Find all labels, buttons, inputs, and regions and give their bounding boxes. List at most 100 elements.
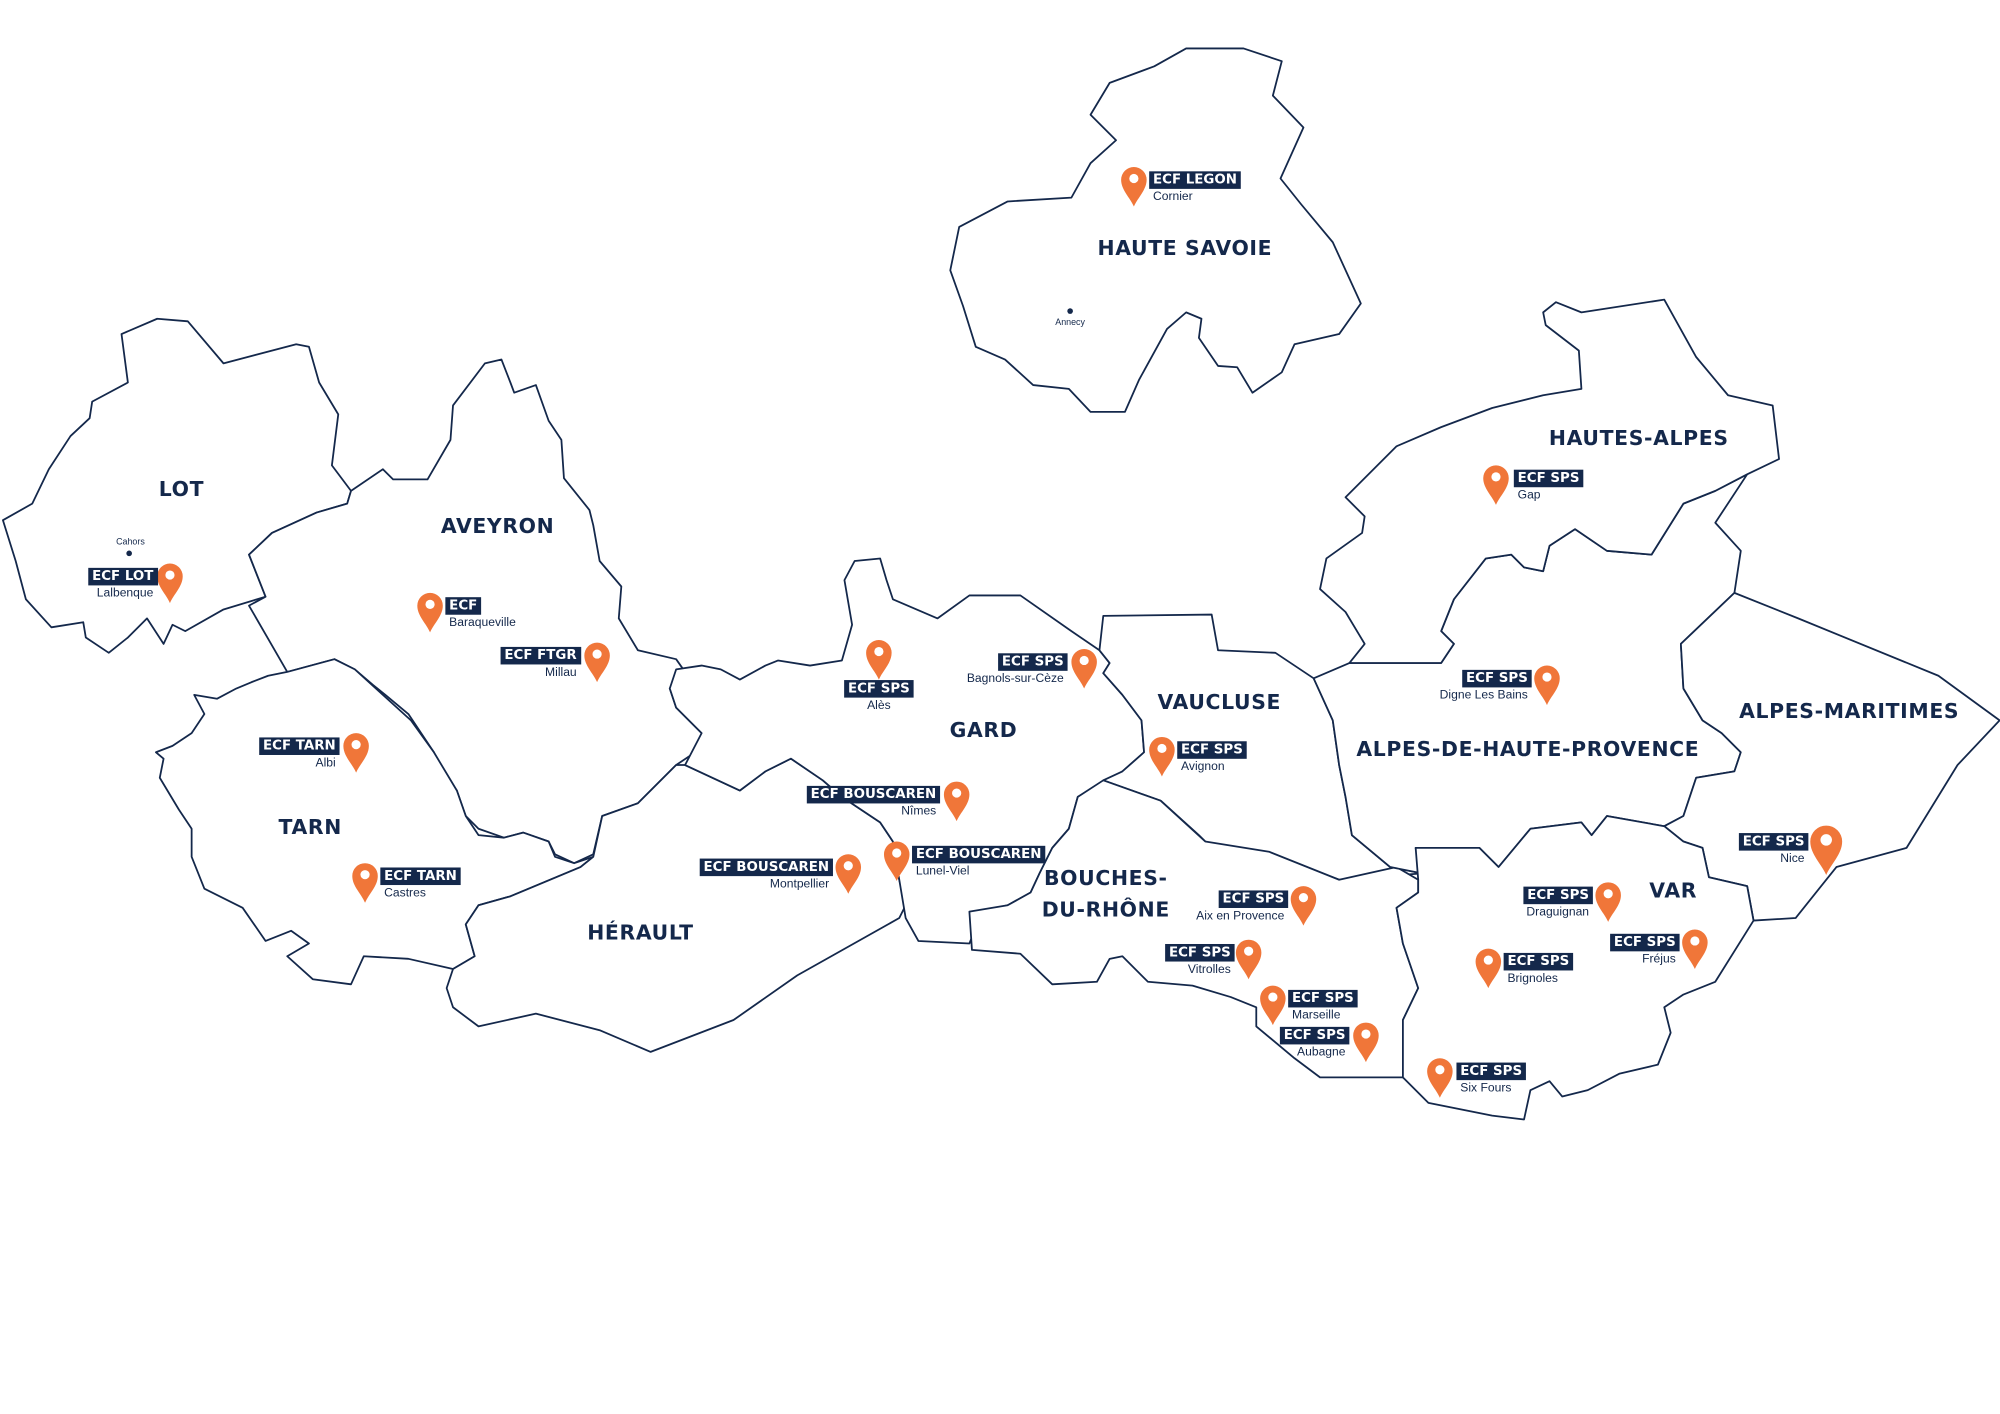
pin-hole	[592, 649, 602, 659]
region-name-bouches-du-rhone-2: DU-RHÔNE	[1042, 897, 1170, 922]
agency-name: ECF SPS	[1181, 743, 1243, 758]
map-pin-icon[interactable]	[1149, 736, 1175, 777]
agency-label-box	[1149, 171, 1241, 189]
region-name-bouches-du-rhone-1: BOUCHES-	[1044, 866, 1168, 890]
agency-label-box	[445, 597, 482, 615]
map-pin-icon[interactable]	[1534, 665, 1560, 706]
pin-hole	[1690, 936, 1700, 946]
map-pin-icon[interactable]	[835, 854, 862, 894]
dept-var[interactable]	[1395, 815, 1755, 1121]
agency-name: ECF FTGR	[504, 648, 577, 663]
agency-label-box	[1279, 1026, 1350, 1045]
pin-hole	[1435, 1065, 1445, 1075]
pin-shape	[1475, 948, 1502, 989]
agency-city: Avignon	[1181, 759, 1225, 773]
agency-name: ECF SPS	[1284, 1028, 1346, 1043]
agency-name: ECF SPS	[1527, 888, 1589, 903]
map-pin-icon[interactable]	[1071, 648, 1097, 689]
map-pin-icon[interactable]	[866, 640, 892, 680]
pin-hole	[1603, 889, 1613, 899]
map-pin-icon[interactable]	[343, 733, 369, 773]
agency-name: ECF TARN	[384, 869, 457, 884]
map-pin-icon[interactable]	[1483, 465, 1509, 505]
pin-hole	[1129, 173, 1139, 184]
cahors-dot	[126, 550, 132, 557]
region-name-alpes-maritimes: ALPES-MARITIMES	[1739, 699, 1959, 723]
map-pin-icon[interactable]	[943, 781, 970, 822]
map-pin-icon[interactable]	[1235, 939, 1262, 980]
agency-label-box	[1503, 952, 1574, 971]
map-pin-icon[interactable]	[352, 863, 378, 903]
map-pin-icon[interactable]	[1427, 1058, 1453, 1098]
map-pin-icon[interactable]	[1121, 167, 1147, 207]
agency-city: Aubagne	[1297, 1045, 1346, 1059]
region-names: LOT AVEYRON TARN HÉRAULT GARD VAUCLUSE B…	[159, 236, 1959, 945]
agency-city: Digne Les Bains	[1440, 688, 1528, 702]
pin-hole	[1079, 655, 1089, 666]
map-pin-icon[interactable]	[1682, 929, 1708, 970]
agency-city: Alès	[867, 698, 891, 712]
agency-label-box	[500, 646, 582, 665]
agency-marker[interactable]: ECF FTGR Millau	[500, 642, 610, 683]
pin-shape	[943, 781, 970, 822]
agency-label-box	[1177, 741, 1247, 759]
pin-shape	[835, 854, 862, 894]
pin-hole	[1491, 472, 1501, 482]
map-pin-icon[interactable]	[1353, 1022, 1379, 1063]
pin-shape	[1260, 985, 1286, 1026]
map-pin-icon[interactable]	[1475, 948, 1502, 989]
map-pin-icon[interactable]	[1810, 825, 1843, 875]
map-pin-icon[interactable]	[417, 592, 443, 633]
pin-hole	[1483, 955, 1493, 965]
dept-haute-savoie[interactable]	[949, 47, 1362, 413]
map-pin-icon[interactable]	[1595, 882, 1621, 922]
agency-city: Six Fours	[1460, 1080, 1511, 1094]
agency-marker[interactable]: ECF SPS Aubagne	[1279, 1022, 1379, 1063]
pin-hole	[425, 599, 435, 609]
pin-shape	[1235, 939, 1262, 980]
map-pin-icon[interactable]	[584, 642, 610, 683]
agency-city: Montpellier	[770, 876, 829, 890]
map-pin-icon[interactable]	[1260, 985, 1286, 1026]
pin-hole	[843, 861, 853, 871]
agency-name: ECF BOUSCAREN	[916, 847, 1042, 862]
pin-hole	[1361, 1029, 1371, 1039]
pin-hole	[1268, 992, 1278, 1002]
map-pin-icon[interactable]	[1290, 886, 1317, 926]
agency-label-box	[912, 845, 1046, 864]
pin-shape	[157, 563, 183, 604]
pin-hole	[1298, 893, 1309, 903]
agency-city: Gap	[1518, 488, 1541, 502]
agency-name: ECF LEGON	[1153, 173, 1237, 188]
agency-city: Draguignan	[1526, 904, 1589, 918]
pin-shape	[352, 863, 378, 903]
agency-city: Fréjus	[1642, 952, 1676, 966]
map-pin-icon[interactable]	[157, 563, 183, 604]
agency-city: Millau	[545, 665, 577, 679]
map-pin-icon[interactable]	[883, 841, 910, 882]
agency-name: ECF SPS	[1169, 945, 1231, 960]
pin-shape	[1427, 1058, 1453, 1098]
